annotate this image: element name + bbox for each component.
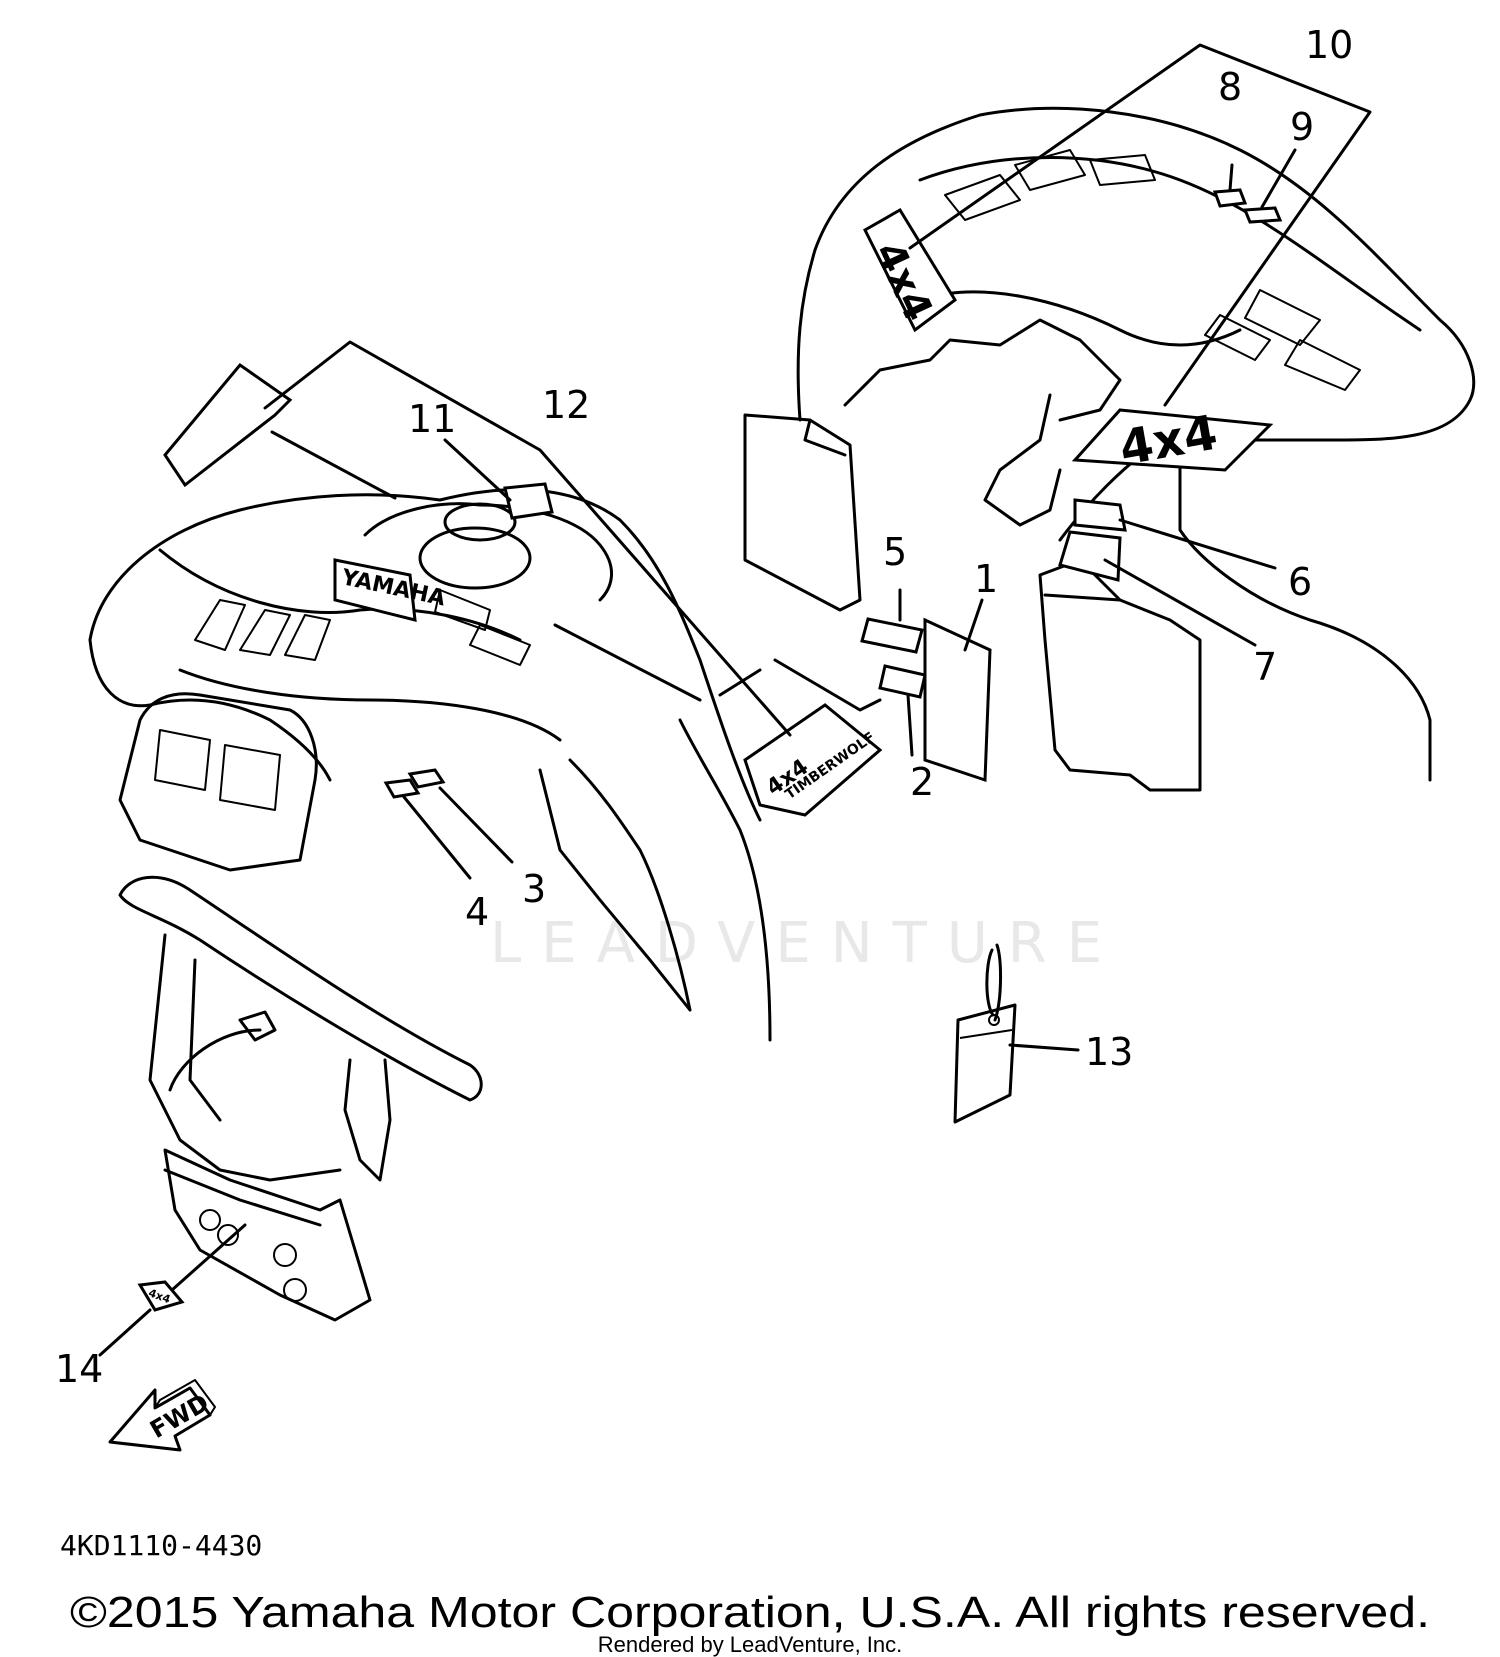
part-number: 4KD1110-4430: [60, 1529, 262, 1562]
timberwolf-decal: 4x4 TIMBERWOLF: [743, 703, 883, 817]
tag-13: [953, 943, 1017, 1124]
callout-8: 8: [1218, 65, 1242, 109]
callout-10: 10: [1305, 23, 1353, 67]
callout-7: 7: [1253, 645, 1277, 689]
callout-2: 2: [910, 760, 934, 804]
callout-13: 13: [1085, 1030, 1133, 1074]
callout-14: 14: [55, 1347, 103, 1391]
callout-11: 11: [408, 397, 456, 441]
callouts: 1 2 3 4 5 6 7 8 9 10 11 12 13 14: [55, 23, 1353, 1391]
callout-6: 6: [1288, 560, 1312, 604]
callout-5: 5: [883, 530, 907, 574]
watermark: LEADVENTURE: [490, 911, 1122, 976]
rendered-by: Rendered by LeadVenture, Inc.: [598, 1632, 903, 1657]
copyright: ©2015 Yamaha Motor Corporation, U.S.A. A…: [70, 1588, 1430, 1637]
callout-9: 9: [1290, 105, 1314, 149]
callout-4: 4: [465, 890, 489, 934]
callout-1: 1: [974, 557, 998, 601]
stickers-1-2-5: [860, 617, 992, 783]
front-fender: YAMAHA: [88, 362, 772, 1042]
leader-lines: [98, 43, 1372, 1357]
front-bumper: 4x4: [118, 875, 483, 1322]
fwd-arrow: FWD: [108, 1379, 216, 1452]
callout-12: 12: [542, 383, 590, 427]
callout-3: 3: [522, 867, 546, 911]
rear-fender: 4x4 4x4: [743, 106, 1476, 792]
